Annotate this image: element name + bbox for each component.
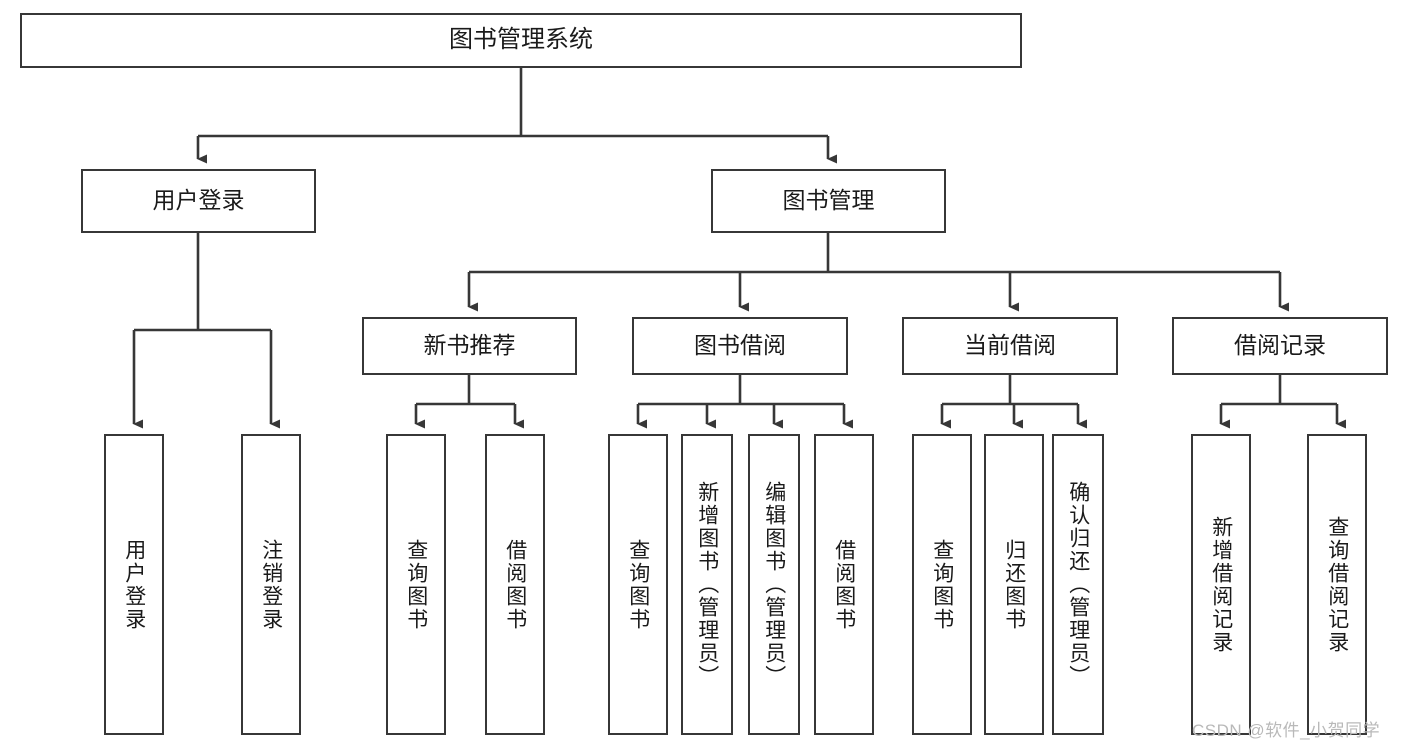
node-borrow-record[interactable]: 借阅记录	[1172, 317, 1388, 375]
node-label: 借阅记录	[1234, 332, 1326, 359]
node-leaf-edit-book-admin[interactable]: 编辑图书（管理员）	[748, 434, 800, 735]
node-new-book-recommend[interactable]: 新书推荐	[362, 317, 577, 375]
node-label: 当前借阅	[964, 332, 1056, 359]
node-leaf-borrow-book-2[interactable]: 借阅图书	[814, 434, 874, 735]
node-label: 查询图书	[930, 538, 954, 631]
node-leaf-confirm-return-admin[interactable]: 确认归还（管理员）	[1052, 434, 1104, 735]
node-label: 注销登录	[259, 538, 283, 631]
node-label: 确认归还（管理员）	[1066, 481, 1090, 688]
node-label: 查询图书	[404, 538, 428, 631]
node-book-manage[interactable]: 图书管理	[711, 169, 946, 233]
node-label: 图书借阅	[694, 332, 786, 359]
node-leaf-query-borrow-record[interactable]: 查询借阅记录	[1307, 434, 1367, 735]
node-leaf-query-book-2[interactable]: 查询图书	[608, 434, 668, 735]
node-label: 查询借阅记录	[1325, 515, 1349, 654]
node-label: 归还图书	[1002, 538, 1026, 631]
node-leaf-user-login[interactable]: 用户登录	[104, 434, 164, 735]
node-label: 借阅图书	[503, 538, 527, 631]
node-leaf-logout-login[interactable]: 注销登录	[241, 434, 301, 735]
node-label: 新增图书（管理员）	[695, 481, 719, 688]
node-book-borrow[interactable]: 图书借阅	[632, 317, 848, 375]
node-leaf-add-borrow-record[interactable]: 新增借阅记录	[1191, 434, 1251, 735]
csdn-watermark: CSDN @软件_小贺同学	[1192, 721, 1381, 740]
node-label: 新增借阅记录	[1209, 515, 1233, 654]
node-leaf-add-book-admin[interactable]: 新增图书（管理员）	[681, 434, 733, 735]
node-label: 图书管理	[782, 187, 875, 214]
node-label: 借阅图书	[832, 538, 856, 631]
node-current-borrow[interactable]: 当前借阅	[902, 317, 1118, 375]
node-label: 用户登录	[122, 538, 146, 631]
node-label: 用户登录	[152, 187, 245, 214]
node-leaf-query-book-1[interactable]: 查询图书	[386, 434, 446, 735]
node-leaf-borrow-book-1[interactable]: 借阅图书	[485, 434, 545, 735]
node-label: 查询图书	[626, 538, 650, 631]
node-label: 编辑图书（管理员）	[762, 481, 786, 688]
node-leaf-query-book-3[interactable]: 查询图书	[912, 434, 972, 735]
node-label: 图书管理系统	[449, 26, 593, 54]
node-root[interactable]: 图书管理系统	[20, 13, 1022, 68]
node-leaf-return-book[interactable]: 归还图书	[984, 434, 1044, 735]
node-label: 新书推荐	[423, 332, 516, 359]
node-user-login[interactable]: 用户登录	[81, 169, 316, 233]
